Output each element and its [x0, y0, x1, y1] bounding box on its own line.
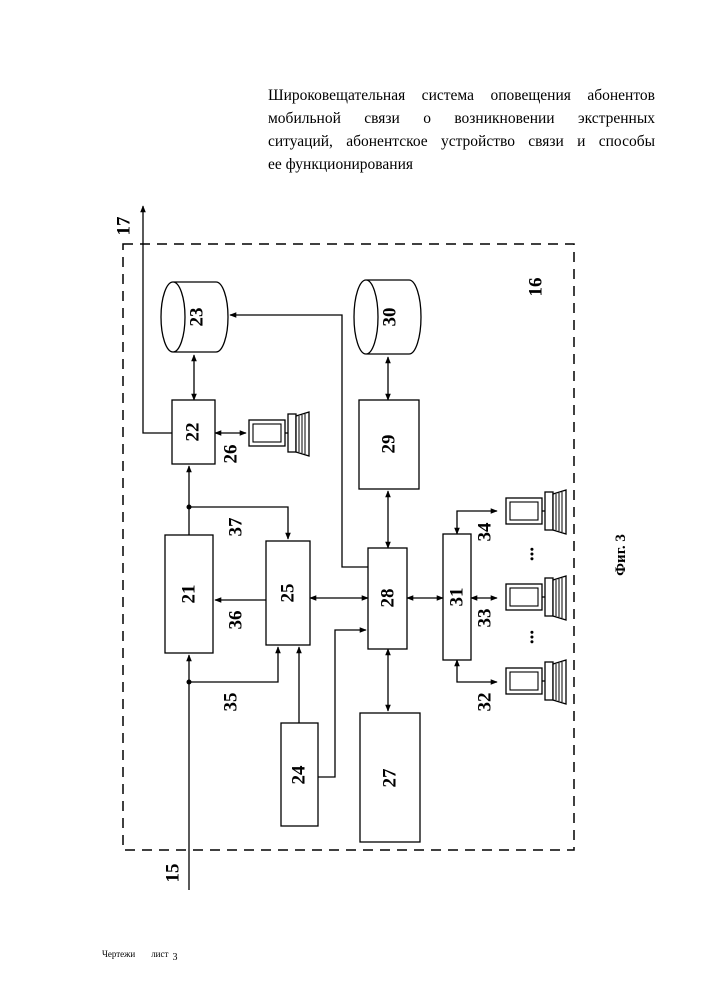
system-boundary-16: [123, 244, 574, 850]
block-27-label: 27: [380, 768, 401, 788]
footer-sheet: лист: [151, 949, 168, 959]
ellipsis-lower: ...: [518, 630, 539, 644]
footer-drawings: Чертежи: [102, 949, 135, 959]
terminal-34-icon: [506, 490, 566, 534]
label-37: 37: [226, 517, 247, 537]
footer-sheet-number: 3: [172, 952, 177, 963]
block-23-label: 23: [187, 308, 208, 327]
label-34: 34: [475, 522, 496, 542]
junction-dot-37: [187, 505, 192, 510]
label-16: 16: [526, 278, 547, 297]
block-25-label: 25: [278, 584, 299, 603]
label-36: 36: [226, 611, 247, 630]
junction-dot-35: [187, 680, 192, 685]
ellipsis-upper: ...: [518, 547, 539, 561]
block-29-label: 29: [379, 435, 400, 454]
label-15: 15: [163, 864, 184, 883]
terminal-26-icon: [249, 412, 309, 456]
label-26: 26: [221, 445, 242, 464]
block-21-label: 21: [179, 585, 200, 604]
block-22-label: 22: [183, 423, 204, 442]
label-33: 33: [475, 609, 496, 628]
line-22-to-17: [143, 206, 172, 433]
figure-caption: Фиг. 3: [613, 534, 629, 576]
sheet-footer: Чертежи лист 3: [102, 949, 177, 960]
line-31-to-32: [457, 660, 497, 682]
line-24-to-28: [318, 630, 366, 777]
label-32: 32: [475, 693, 496, 712]
label-17: 17: [114, 216, 135, 236]
block-28-label: 28: [378, 589, 399, 608]
block-31-label: 31: [447, 588, 468, 607]
line-35-to-25: [189, 647, 278, 682]
terminal-32-icon: [506, 660, 566, 704]
block-24-label: 24: [289, 765, 310, 785]
terminal-33-icon: [506, 576, 566, 620]
block-30-label: 30: [380, 308, 401, 327]
label-35: 35: [221, 693, 242, 712]
